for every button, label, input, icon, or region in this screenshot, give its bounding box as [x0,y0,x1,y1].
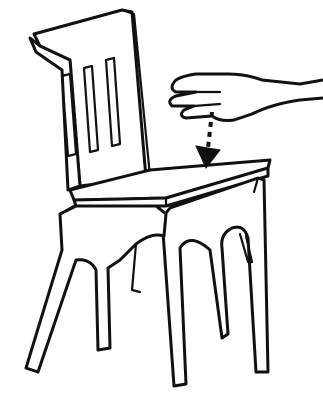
chair-backrest [30,10,150,190]
down-arrow-icon [196,112,220,168]
chair-front-panel [162,178,268,386]
hand-icon [170,74,323,121]
chair-rear-panel [26,206,166,372]
